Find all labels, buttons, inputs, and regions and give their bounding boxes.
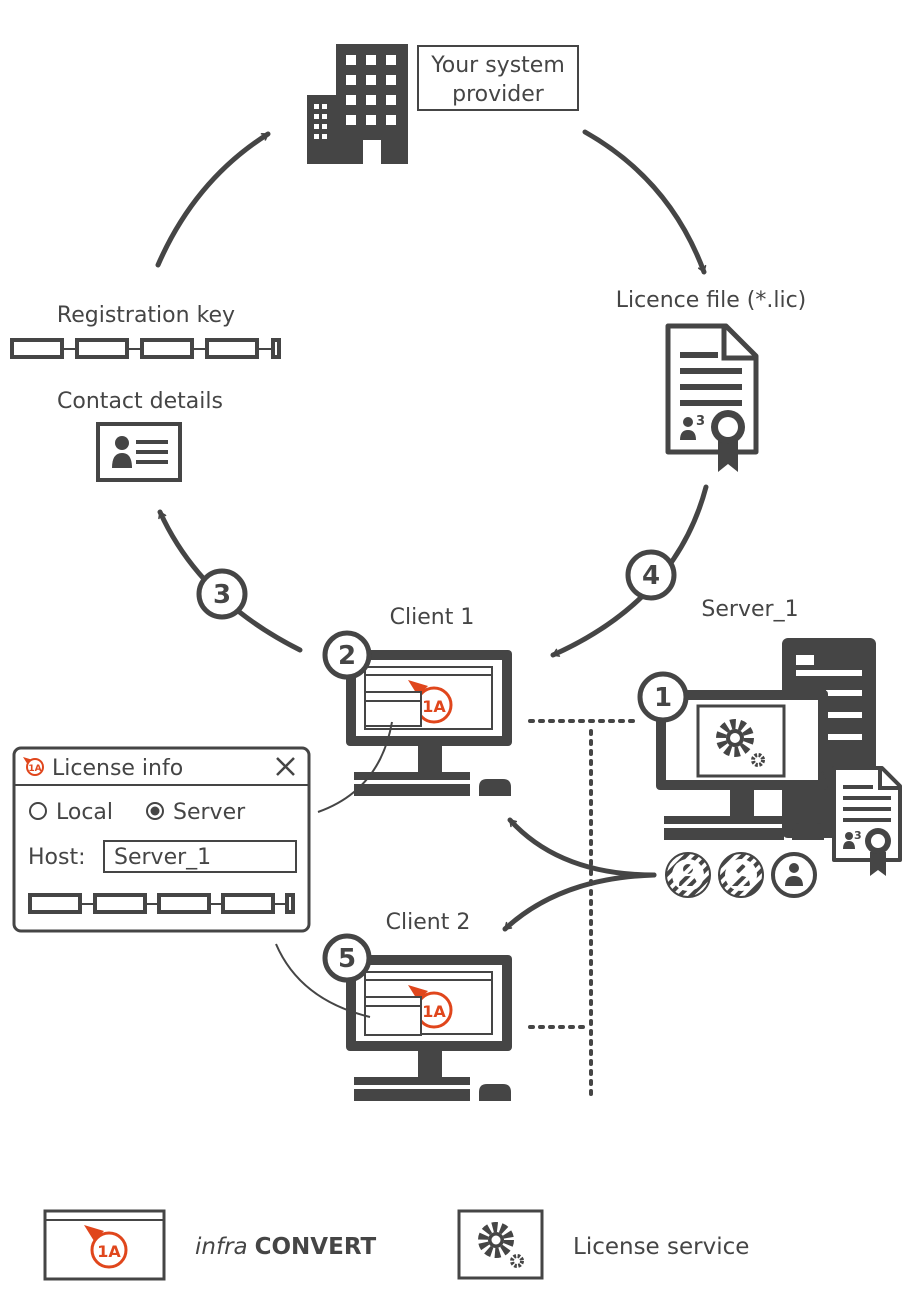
gear-icon [716,719,765,767]
client1-license-window [364,691,422,727]
license-seat-used-1 [665,852,711,898]
server-licence-document-icon: 3 [832,766,902,876]
radio-local-label: Local [56,800,113,825]
radio-local[interactable] [29,802,47,820]
svg-text:1A: 1A [28,764,41,774]
client1-label: Client 1 [390,605,475,630]
building-icon [307,44,408,164]
arrow-to-provider [155,131,271,268]
arrow-server-to-client2 [502,872,657,932]
server-label: Server_1 [701,597,798,622]
step-3-badge: 3 [196,568,248,620]
legend-infra-convert-icon: 1A [43,1209,166,1281]
callout-client2 [275,943,371,1018]
dialog-registration-key-field[interactable] [28,893,295,914]
contact-details-label: Contact details [57,389,223,414]
host-label: Host: [28,845,86,870]
client1-app-badge: 1A [408,680,453,724]
client2-license-window [364,996,422,1036]
dialog-title: License info [52,756,183,781]
client2-app-badge: 1A [408,985,453,1029]
radio-server-label: Server [173,800,246,825]
svg-text:4: 4 [642,561,660,591]
provider-label-line2: provider [452,82,545,107]
document-icon: 3 [665,323,759,472]
legend-license-service-label: License service [573,1234,749,1260]
provider-label-box [417,45,579,111]
step-4-badge: 4 [625,549,677,601]
svg-text:1A: 1A [422,1002,446,1021]
license-seat-used-2 [718,852,764,898]
svg-text:3: 3 [213,580,231,610]
network-lines [528,719,642,1102]
registration-key-field [10,338,281,359]
licence-seal-number: 3 [696,414,705,429]
step-2-badge: 2 [322,630,372,680]
step-1-badge: 1 [637,671,689,723]
svg-text:1A: 1A [422,697,446,716]
svg-text:3: 3 [854,829,862,842]
id-card-icon [96,422,182,482]
svg-text:5: 5 [338,944,356,974]
host-input[interactable] [103,840,297,873]
user-icon [771,852,817,898]
svg-text:1A: 1A [97,1242,121,1261]
licence-file-label: Licence file (*.lic) [616,288,807,313]
arrow-server-to-client1 [507,817,657,878]
registration-key-label: Registration key [57,303,235,328]
callout-client1 [317,721,393,813]
svg-text:1: 1 [654,683,672,713]
close-icon[interactable] [276,757,295,776]
provider-label-line1: Your system [430,53,565,78]
dialog-app-icon: 1A [23,757,44,776]
step-5-badge: 5 [322,933,372,983]
host-input-value: Server_1 [114,845,211,870]
svg-text:2: 2 [338,641,356,671]
license-info-dialog: 1A License info Local Server Host: Serve… [12,746,311,933]
radio-server[interactable] [146,802,164,820]
legend-license-service-icon [457,1209,544,1280]
client2-label: Client 2 [386,910,471,935]
arrow-to-licence-file [582,129,707,275]
